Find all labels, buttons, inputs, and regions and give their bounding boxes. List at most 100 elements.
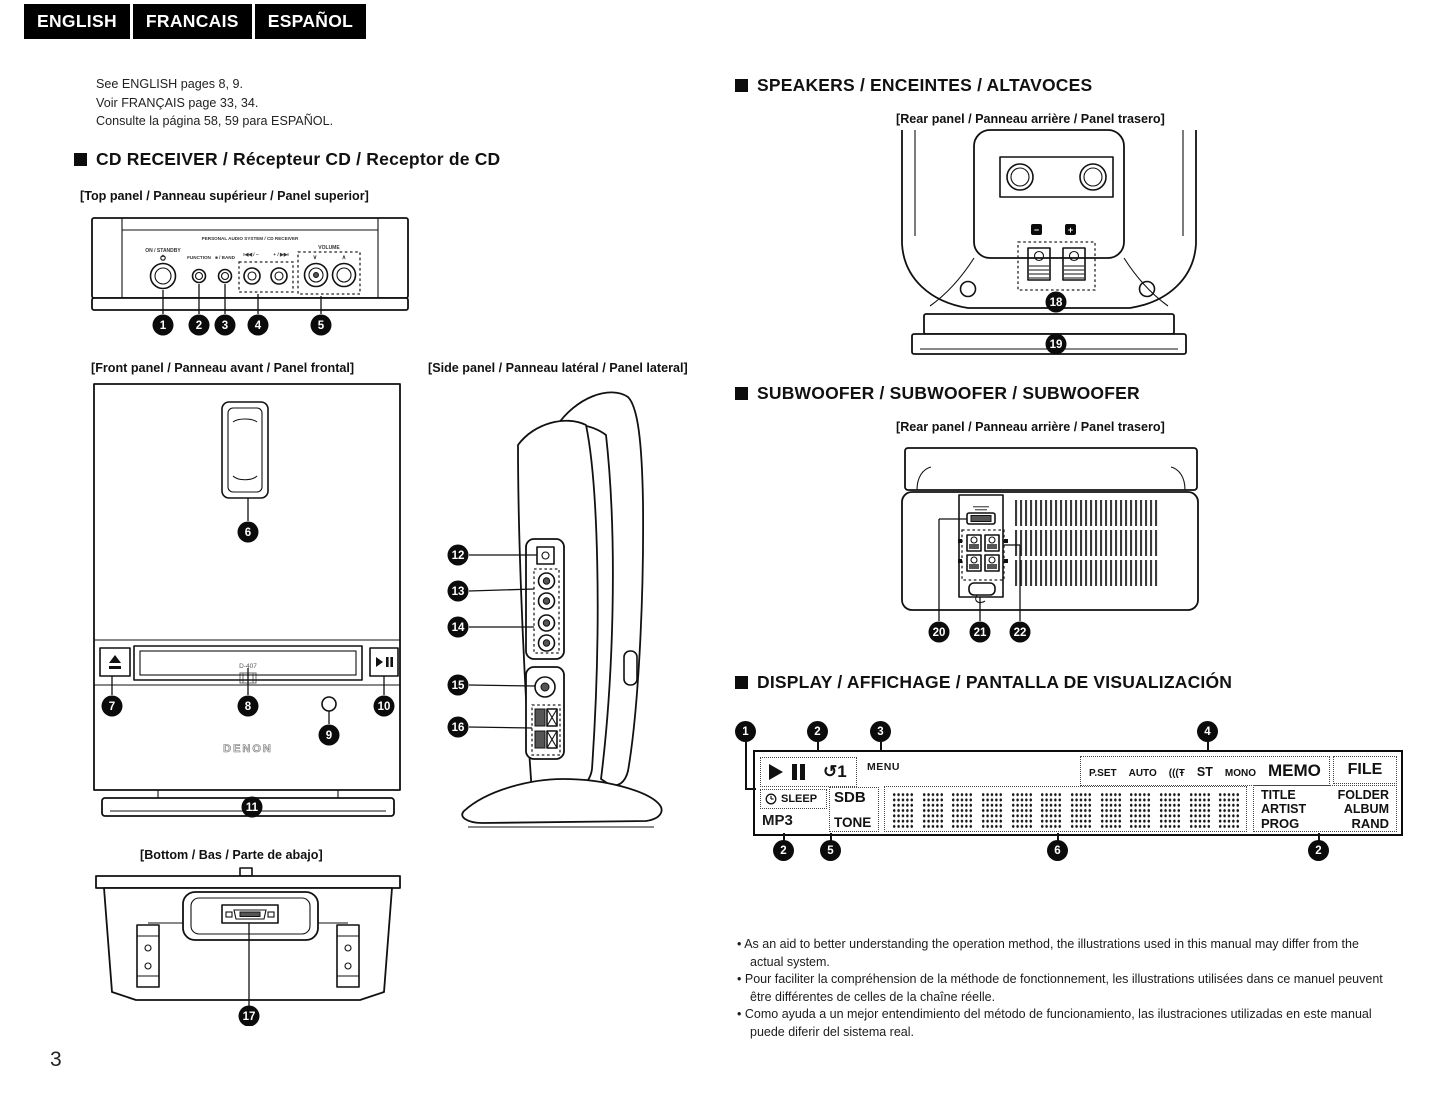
band-button[interactable] (217, 268, 233, 284)
title-indicator: TITLE (1261, 788, 1296, 802)
note-spanish: • Como ayuda a un mejor entendimiento de… (737, 1006, 1389, 1041)
callout-line (830, 833, 832, 841)
svg-text:7: 7 (109, 701, 115, 713)
right-rail (336, 924, 360, 988)
page-number: 3 (50, 1048, 62, 1071)
heading-square-icon (735, 79, 748, 92)
prog-indicator: PROG (1261, 816, 1300, 831)
note-text: Pour faciliter la compréhension de la mé… (744, 972, 1383, 1004)
callout-3: 3 (214, 314, 236, 336)
display-panel: ↺1 MENU P.SET AUTO (((Ŧ ST MONO MEMO FIL… (753, 750, 1403, 836)
speaker-terminals[interactable] (534, 708, 558, 749)
volume-down-label: ∨ (313, 255, 317, 261)
callout-2: 2 (773, 840, 794, 861)
heading-cd-receiver: CD RECEIVER / Récepteur CD / Receptor de… (74, 149, 500, 170)
volume-down-knob[interactable] (303, 262, 329, 288)
connector-panel (958, 494, 1004, 598)
svg-text:5: 5 (318, 320, 325, 332)
album-indicator: ALBUM (1343, 802, 1389, 816)
play-icon (769, 764, 783, 780)
subwoofer-rear-diagram: 20 21 22 (901, 447, 1199, 643)
svg-text:22: 22 (1014, 627, 1027, 639)
callout-5: 5 (820, 840, 841, 861)
callout-2: 2 (1308, 840, 1329, 861)
auto-indicator: AUTO (1128, 768, 1157, 779)
tab-francais[interactable]: FRANCAIS (132, 4, 252, 39)
eject-button[interactable] (99, 647, 131, 677)
heading-display-label: DISPLAY / AFFICHAGE / PANTALLA DE VISUAL… (757, 672, 1233, 692)
sdb-indicator: SDB (834, 789, 866, 806)
caption-bottom: [Bottom / Bas / Parte de abajo] (140, 848, 323, 862)
pset-indicator: P.SET (1089, 768, 1117, 779)
svg-text:12: 12 (452, 550, 465, 562)
volume-up-knob[interactable] (331, 262, 357, 288)
page-references: See ENGLISH pages 8, 9. Voir FRANÇAIS pa… (96, 75, 333, 131)
side-callout-lines (468, 554, 537, 729)
svg-text:3: 3 (222, 320, 228, 332)
callout-3: 3 (870, 721, 891, 742)
minus-mark: − (1034, 225, 1039, 235)
polarity-marks: − + (1031, 224, 1076, 235)
tone-indicator: TONE (834, 815, 872, 830)
flags-indicator-box: TITLE FOLDER ARTIST ALBUM PROG RAND (1253, 785, 1397, 832)
subwoofer-speaker-terminals[interactable] (958, 534, 1008, 572)
bullet-icon: • (737, 972, 742, 987)
subwoofer-top-rim (904, 447, 1198, 491)
rca-jacks-lower[interactable] (537, 614, 556, 652)
front-chassis (93, 383, 401, 791)
front-display-window (221, 401, 269, 499)
play-pause-icon (376, 657, 393, 667)
screw-hole-right (1138, 280, 1156, 298)
model-label: D-407 (239, 663, 257, 670)
note-english: • As an aid to better understanding the … (737, 936, 1389, 971)
bullet-icon: • (737, 937, 742, 951)
front-panel-diagram: 6 D-407 (93, 383, 401, 818)
tuner-indicator-box: P.SET AUTO (((Ŧ ST MONO MEMO (1080, 756, 1330, 786)
rand-indicator: RAND (1351, 816, 1389, 831)
screw-hole-left (959, 280, 977, 298)
callout-20: 20 (928, 621, 950, 643)
note-text: Como ayuda a un mejor entendimiento del … (744, 1007, 1372, 1039)
mono-indicator: MONO (1224, 768, 1256, 779)
side-stand (461, 778, 663, 828)
callout-11: 11 (241, 796, 263, 818)
callout-21: 21 (969, 621, 991, 643)
function-button[interactable] (191, 268, 207, 284)
dock-connector[interactable] (182, 891, 319, 941)
sleep-timer-clock-icon (765, 793, 777, 805)
svg-text:6: 6 (245, 527, 251, 539)
ref-french: Voir FRANÇAIS page 33, 34. (96, 95, 259, 110)
top-panel-callout-lines (162, 284, 322, 314)
tab-espanol[interactable]: ESPAÑOL (254, 4, 367, 39)
tab-english[interactable]: ENGLISH (24, 4, 130, 39)
matrix-char (1098, 791, 1122, 828)
callout-2: 2 (188, 314, 210, 336)
left-rail (136, 924, 160, 988)
bottom-diagram: 17 (95, 867, 401, 1026)
svg-text:19: 19 (1050, 339, 1063, 351)
on-standby-button[interactable] (149, 262, 177, 290)
matrix-char (1128, 791, 1152, 828)
speaker-rear-diagram: − + 18 19 (901, 129, 1197, 355)
sdb-tone-box: SDB TONE (829, 787, 879, 832)
skip-forward-button[interactable] (270, 267, 288, 285)
power-symbol-icon (160, 254, 166, 261)
heading-speakers-label: SPEAKERS / ENCEINTES / ALTAVOCES (757, 75, 1093, 95)
side-panel-diagram: 12 13 14 15 16 (447, 391, 663, 828)
band-label: ■ / BAND (215, 255, 236, 260)
subwoofer-jack[interactable] (534, 676, 556, 698)
dot-matrix-display (884, 786, 1247, 832)
bottom-body (103, 887, 393, 1001)
heading-square-icon (735, 387, 748, 400)
callout-17: 17 (238, 1005, 260, 1026)
sleep-indicator-box: SLEEP (760, 789, 827, 809)
subwoofer-callout-lines (938, 518, 1021, 621)
rca-jacks-upper[interactable] (537, 572, 556, 610)
heading-square-icon (74, 153, 87, 166)
skip-back-button[interactable] (243, 267, 261, 285)
volume-label: VOLUME (318, 245, 340, 251)
heading-cd-receiver-label: CD RECEIVER / Récepteur CD / Receptor de… (96, 149, 501, 169)
callout-line (1318, 833, 1320, 841)
rear-recess (973, 129, 1125, 259)
speaker-input-terminals[interactable] (1027, 247, 1086, 281)
